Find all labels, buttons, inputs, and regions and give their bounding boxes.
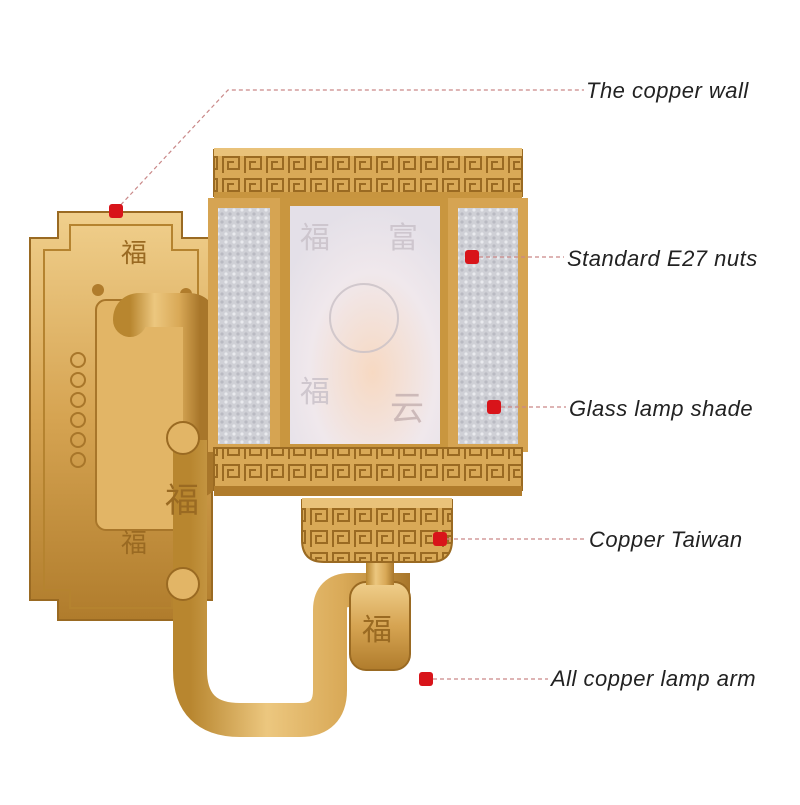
callout-marker-icon	[109, 204, 123, 218]
svg-text:福: 福	[362, 613, 392, 648]
callout-label-glass-shade: Glass lamp shade	[569, 396, 754, 421]
callout-marker-icon	[487, 400, 501, 414]
callout-label-copper-wall: The copper wall	[586, 78, 749, 103]
callout-marker-icon	[419, 672, 433, 686]
lantern-shade-image: 福 富 福 云	[208, 148, 528, 563]
callout-label-copper-taiwan: Copper Taiwan	[589, 527, 743, 552]
svg-text:富: 富	[388, 221, 418, 256]
svg-text:福: 福	[121, 529, 147, 559]
svg-text:福: 福	[121, 239, 147, 269]
svg-text:福: 福	[300, 221, 330, 256]
callout-marker-icon	[433, 532, 447, 546]
callout-leaders	[115, 89, 586, 680]
lamp-arm-image: 福 福	[113, 293, 411, 737]
callout-marker-icon	[465, 250, 479, 264]
callout-label-e27-nuts: Standard E27 nuts	[567, 246, 758, 271]
svg-text:福: 福	[165, 481, 199, 521]
callout-label-lamp-arm: All copper lamp arm	[551, 666, 757, 691]
svg-text:福: 福	[300, 375, 330, 410]
svg-text:云: 云	[390, 389, 424, 429]
